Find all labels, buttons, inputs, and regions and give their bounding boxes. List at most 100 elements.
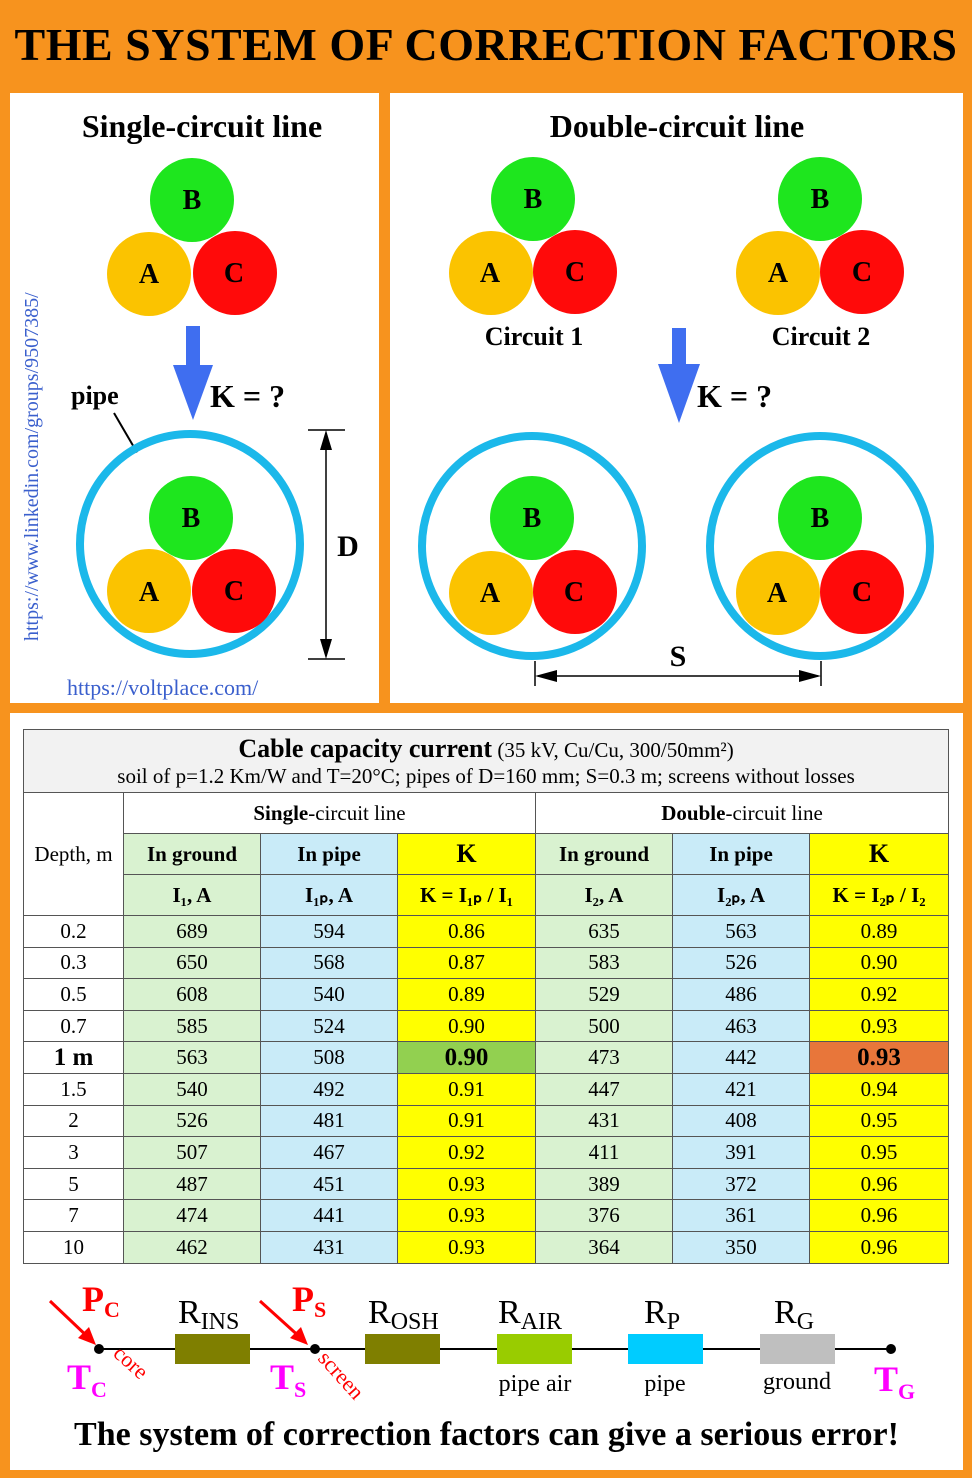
footer-warning: The system of correction factors can giv… (74, 1416, 899, 1453)
table-spec: (35 kV, Cu/Cu, 300/50mm²) (497, 737, 734, 762)
cell-i2: 500 (535, 1009, 673, 1043)
cell-i1: 462 (123, 1230, 261, 1264)
single-group-header: Single-circuit line (123, 792, 536, 834)
phase-c-label: C (224, 576, 244, 607)
t-screen-label: TS (270, 1357, 306, 1402)
phase-c-cable (820, 550, 904, 634)
circuit-2-label: Circuit 2 (772, 322, 870, 351)
double-circuit-heading: Double-circuit line (550, 108, 805, 144)
k-question-label: K = ? (210, 378, 285, 414)
table-conditions: soil of p=1.2 Km/W and T=20°C; pipes of … (117, 763, 855, 788)
phase-a-cable (449, 551, 533, 635)
phase-b-cable (149, 476, 233, 560)
cell-depth: 0.5 (23, 978, 124, 1011)
linkedin-url[interactable]: https://www.linkedin.com/groups/9507385/ (21, 292, 43, 641)
cell-k1: 0.90 (397, 1041, 536, 1074)
phase-c-cable (192, 549, 276, 633)
cell-i2: 376 (535, 1199, 673, 1232)
unit-i1p: I₁ₚ, A (260, 874, 398, 916)
cell-i2p: 526 (672, 946, 810, 980)
k-question-label: K = ? (697, 378, 772, 414)
phase-a-label: A (768, 258, 789, 289)
phase-c-cable (820, 230, 904, 314)
circuit-2-in-pipe: B A C (736, 476, 904, 635)
cell-i2: 364 (535, 1230, 673, 1264)
r-osh-label: ROSH (368, 1294, 439, 1335)
circuit-1-in-pipe: B A C (449, 476, 617, 635)
single-group-bold: Single (253, 800, 309, 825)
cell-i2p: 486 (672, 978, 810, 1011)
cell-i1p: 594 (260, 915, 398, 948)
phase-c-label: C (224, 258, 244, 289)
phase-c-label: C (852, 257, 872, 288)
cell-depth: 10 (23, 1230, 124, 1264)
cell-i1p: 467 (260, 1136, 398, 1169)
heat-arrow-screen-icon (258, 1299, 308, 1345)
cell-k1: 0.89 (397, 978, 536, 1011)
circuit-1-trefoil: B A C (449, 157, 617, 315)
resistor-ins (175, 1334, 250, 1364)
unit-i2: I₂, A (535, 874, 673, 916)
cell-i1p: 540 (260, 978, 398, 1011)
unit-i1: I₁, A (123, 874, 261, 916)
thermal-circuit: PC TC core RINS PS TS screen ROSH RAIR p… (48, 1279, 915, 1404)
unit-i2p: I₂ₚ, A (672, 874, 810, 916)
table-title-cell: Cable capacity current (35 kV, Cu/Cu, 30… (22, 729, 950, 793)
cell-k2: 0.96 (808, 1167, 950, 1201)
trefoil-in-pipe: B A C (107, 476, 276, 633)
phase-b-label: B (183, 185, 202, 216)
cell-i1: 526 (123, 1104, 261, 1138)
cell-k2: 0.93 (808, 1041, 950, 1074)
cell-i1p: 568 (260, 946, 398, 980)
core-node (94, 1344, 104, 1354)
phase-a-cable (736, 551, 820, 635)
circuit-2-trefoil: B A C (736, 157, 904, 315)
diameter-dimension (308, 429, 345, 660)
cell-i2p: 442 (672, 1041, 810, 1074)
col-in-ground-1: In ground (123, 833, 261, 875)
pipe-air-label: pipe air (499, 1371, 572, 1397)
cell-k2: 0.92 (808, 978, 950, 1011)
cell-i2: 389 (535, 1167, 673, 1201)
phase-b-label: B (524, 184, 543, 215)
voltplace-url[interactable]: https://voltplace.com/ (67, 675, 259, 700)
phase-c-cable (533, 230, 617, 314)
cell-i2: 635 (535, 915, 673, 948)
cell-k2: 0.93 (808, 1009, 950, 1043)
phase-a-cable (449, 231, 533, 315)
r-ins-label: RINS (178, 1294, 239, 1335)
double-group-header: Double-circuit line (534, 792, 950, 834)
cell-k1: 0.91 (397, 1072, 536, 1106)
cell-k2: 0.89 (808, 915, 950, 948)
cell-depth: 1.5 (23, 1072, 124, 1106)
cell-k1: 0.92 (397, 1136, 536, 1169)
single-circuit-heading: Single-circuit line (82, 108, 322, 144)
arrow-down-icon (658, 328, 700, 423)
cell-k1: 0.91 (397, 1104, 536, 1138)
cell-i1: 650 (123, 946, 261, 980)
cell-i1: 540 (123, 1072, 261, 1106)
cell-i1p: 451 (260, 1167, 398, 1201)
table-title: Cable capacity current (238, 733, 493, 763)
phase-a-cable (107, 232, 191, 316)
r-p-label: RP (644, 1294, 680, 1335)
p-screen-label: PS (292, 1279, 326, 1322)
cell-i1p: 481 (260, 1104, 398, 1138)
cell-i1: 487 (123, 1167, 261, 1201)
cell-i1: 563 (123, 1041, 261, 1074)
cell-depth: 3 (23, 1136, 124, 1169)
phase-b-cable (150, 158, 234, 242)
cell-depth: 0.2 (23, 915, 124, 948)
cell-i1: 608 (123, 978, 261, 1011)
cell-depth: 5 (23, 1167, 124, 1201)
cell-i1p: 492 (260, 1072, 398, 1106)
